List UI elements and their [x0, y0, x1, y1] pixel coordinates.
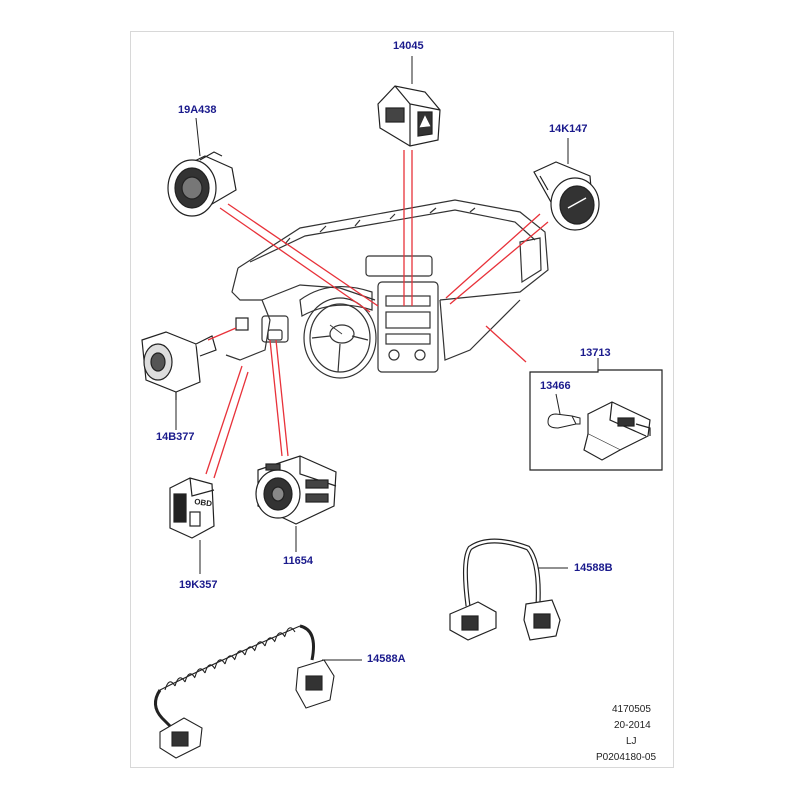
footer-code-2: 20-2014 — [614, 720, 651, 731]
hazard-switch-part — [377, 85, 441, 147]
callout-14045: 14045 — [393, 40, 424, 52]
footer-code-3: LJ — [626, 736, 637, 747]
obd-label: OBD — [194, 497, 213, 508]
callout-11654: 11654 — [283, 555, 313, 567]
footer-code-4: P0204180-05 — [596, 752, 657, 763]
dashboard-illustration — [225, 199, 549, 379]
headlamp-switch-part — [255, 455, 337, 525]
callout-14B377: 14B377 — [156, 431, 195, 443]
diagram-sheet — [130, 31, 674, 768]
diagnostic-cable-coiled — [154, 624, 335, 759]
callout-14K147: 14K147 — [549, 123, 588, 135]
callout-13713: 13713 — [580, 347, 611, 359]
obd-bracket-part — [169, 477, 215, 539]
callout-13466: 13466 — [540, 380, 571, 392]
switch-module-part — [583, 401, 651, 461]
leader-lines — [205, 150, 549, 479]
callout-14588B: 14588B — [574, 562, 613, 574]
callout-14588A: 14588A — [367, 653, 406, 665]
heated-seat-switch-part — [533, 161, 600, 231]
callout-leaders — [175, 56, 599, 661]
footer-code-1: 4170505 — [612, 704, 651, 715]
rotary-knob-part — [167, 151, 237, 217]
parts-box-13713 — [529, 369, 663, 471]
callout-19K357: 19K357 — [179, 579, 218, 591]
diagnostic-cable-short — [449, 538, 561, 641]
column-switch-part — [141, 317, 249, 400]
callout-19A438: 19A438 — [178, 104, 217, 116]
bulb-part — [547, 413, 581, 429]
